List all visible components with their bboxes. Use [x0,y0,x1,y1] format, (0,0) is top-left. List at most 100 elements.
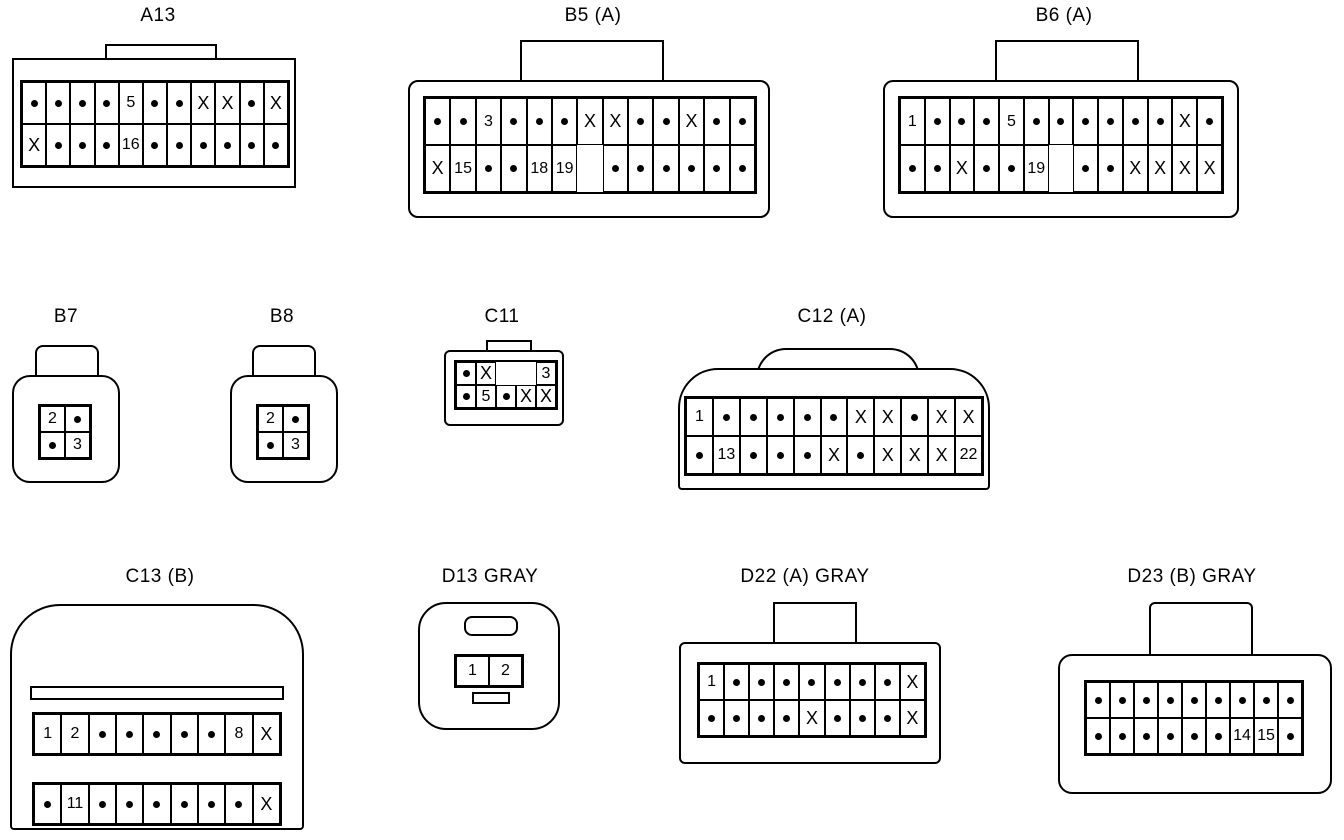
pin-used [143,714,171,754]
pin-used [974,98,1000,145]
pin-used [766,398,794,436]
pin-used [924,98,950,145]
pin-used [1278,718,1302,754]
pin-used [198,714,226,754]
pin-used [501,98,527,145]
pin-unused: X [536,385,556,408]
pin-used [46,82,71,124]
pin-number: 1 [900,98,925,145]
pin-unused: X [1197,145,1222,192]
pin-unused: X [901,436,929,474]
pin-used [239,124,264,166]
pin-used [820,398,848,436]
pin-used [475,145,502,192]
pin-used [65,406,90,432]
pin-number: 3 [475,98,502,145]
pin-unused: X [928,436,956,474]
pin-used [849,700,875,736]
pin-used [1278,682,1302,718]
pin-used [456,385,476,408]
pin-used [1158,718,1182,754]
pin-used [1158,682,1182,718]
pin-used [724,664,750,700]
connector-title: B8 [269,306,295,327]
pin-number: 15 [1254,718,1278,754]
pin-used [924,145,950,192]
pin-number: 5 [999,98,1024,145]
pin-used [526,98,552,145]
pin-unused: X [602,98,629,145]
pin-used [874,700,900,736]
pin-used [1254,682,1278,718]
connector-title: B6 (A) [1035,5,1093,26]
pin-used [551,98,578,145]
pin-used [1122,98,1148,145]
pin-unused: X [678,98,705,145]
pin-used [456,362,476,385]
connector-title: B7 [53,306,79,327]
pin-used [724,700,750,736]
pin-used [729,98,755,145]
pin-unused: X [22,124,47,166]
pin-gap [577,145,603,192]
pin-used [739,398,767,436]
pin-used [88,714,116,754]
pin-used [949,98,975,145]
pin-used [774,664,800,700]
pin-used [88,784,116,824]
pin-number: 16 [118,124,143,166]
pin-unused: X [899,664,925,700]
pin-gap [496,362,516,385]
connector-title: C13 (B) [125,566,195,587]
pin-number: 19 [551,145,578,192]
pin-number: 19 [1023,145,1049,192]
pin-used [774,700,800,736]
pin-unused: X [215,82,240,124]
pin-used [653,145,679,192]
pin-used [900,145,925,192]
pin-used [142,124,168,166]
pin-used [824,664,850,700]
pin-unused: X [191,82,216,124]
pin-used [793,436,821,474]
pin-used [1086,682,1110,718]
pin-used [628,145,654,192]
pin-used [225,784,253,824]
pin-used [198,784,226,824]
pin-used [191,124,216,166]
pin-used [1197,98,1222,145]
pin-number: 13 [712,436,740,474]
pin-used [239,82,264,124]
pin-used [167,124,192,166]
pin-number: 2 [489,656,522,686]
pin-used [46,124,71,166]
connector-key [464,616,518,636]
pin-number: 3 [65,432,90,458]
pin-used [766,436,794,474]
pin-unused: X [1172,98,1198,145]
pin-number: 1 [34,714,62,754]
connector-latch [1149,602,1253,656]
pin-unused: X [1122,145,1148,192]
pin-number: 18 [526,145,552,192]
pin-used [999,145,1024,192]
pin-used [793,398,821,436]
pin-used [686,436,713,474]
connector-title: D22 (A) GRAY [740,566,870,587]
pin-used [1073,145,1099,192]
pin-used [1230,682,1254,718]
